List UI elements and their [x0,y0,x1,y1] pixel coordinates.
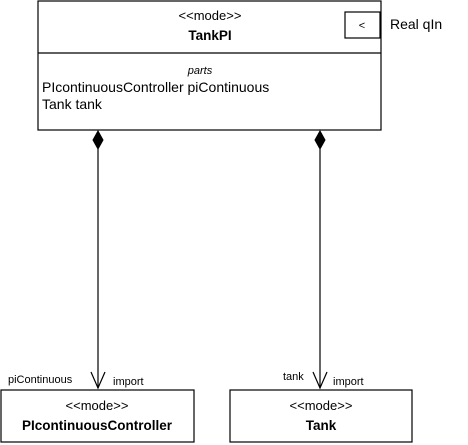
tankpi-box [37,0,382,131]
composition-link-tank[interactable] [312,129,328,390]
tankpi-part-controller: PIcontinuousController piContinuous [42,79,269,95]
picontinuouscontroller-stereotype: <<mode>> [66,398,129,413]
tankpi-name: TankPI [188,28,231,43]
import-label-left: import [113,376,144,388]
picontinuouscontroller-box [0,389,195,443]
tankpi-part-tank: Tank tank [42,96,103,112]
tankpi-parts-title: parts [187,65,213,77]
qin-port-box [344,11,381,39]
qin-port[interactable]: < [344,11,381,39]
tank-name: Tank [306,418,337,433]
arrowhead-left [90,371,106,390]
composition-diamond-right [314,129,326,151]
picontinuouscontroller-class[interactable]: <<mode>> PIcontinuousController [0,389,195,443]
tank-box [229,389,413,443]
tankpi-stereotype: <<mode>> [179,8,242,23]
tankpi-class[interactable]: <<mode>> TankPI parts PIcontinuousContro… [37,0,382,131]
role-label-picontinuous: piContinuous [8,374,73,386]
composition-diamond-left [92,129,104,151]
composition-link-controller[interactable] [90,129,106,390]
import-label-right: import [333,376,364,388]
tank-class[interactable]: <<mode>> Tank [229,389,413,443]
picontinuouscontroller-name: PIcontinuousController [22,418,173,433]
arrowhead-right [312,371,328,390]
tank-stereotype: <<mode>> [290,398,353,413]
qin-port-label: Real qIn [390,16,442,32]
role-label-tank: tank [283,371,304,383]
qin-port-symbol: < [359,20,365,32]
